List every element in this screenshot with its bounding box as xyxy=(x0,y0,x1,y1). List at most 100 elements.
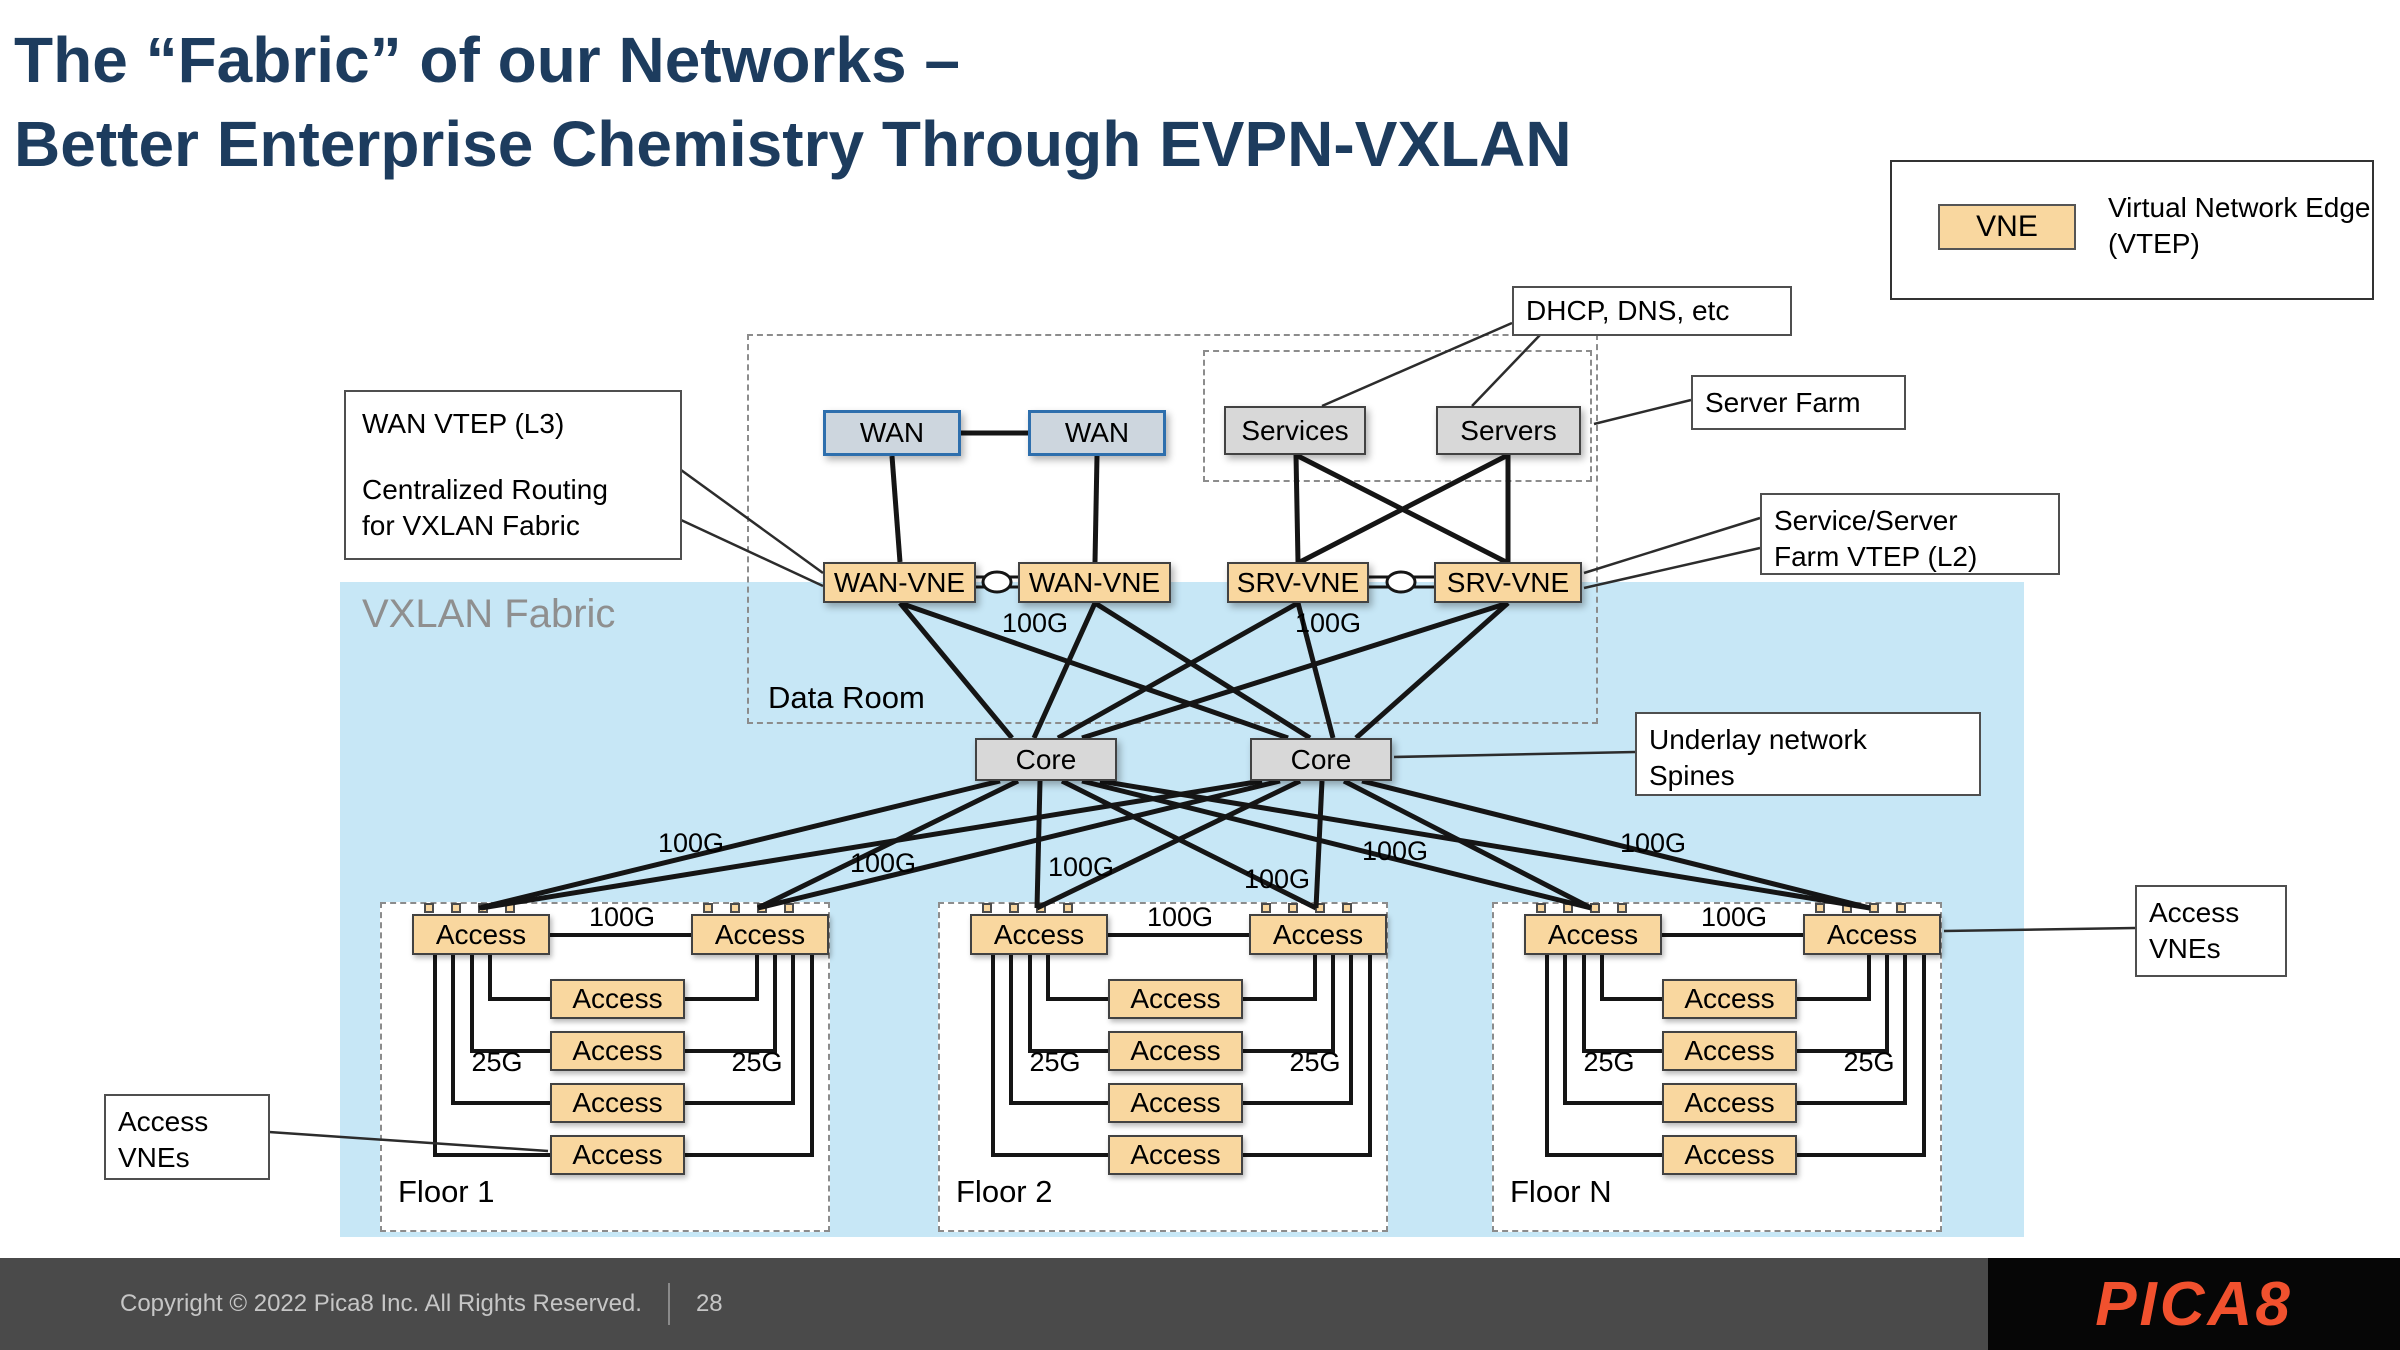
floor-top-link-label: 100G xyxy=(1700,902,1768,932)
wan-vtep-body-line1: Centralized Routing xyxy=(362,473,608,505)
access-switch-label: Access xyxy=(1826,918,1918,950)
srv-vtep-line2: Farm VTEP (L2) xyxy=(1774,540,1978,572)
core-node-1: Core xyxy=(975,738,1117,781)
access-switch-label: Access xyxy=(435,918,527,950)
vne-legend-text: Virtual Network Edge (VTEP) xyxy=(2108,190,2371,263)
spine-link-label: 100G xyxy=(1620,828,1687,858)
access-switch-label: Access xyxy=(1547,918,1639,950)
title-line1: The “Fabric” of our Networks – xyxy=(14,24,960,96)
pica8-logo-text: PICA8 xyxy=(2095,1269,2293,1339)
spine-link-label: 100G xyxy=(1048,852,1115,882)
floor-right-link-label: 25G xyxy=(1289,1047,1341,1077)
page-number: 28 xyxy=(695,1290,723,1317)
spine-link-label: 100G xyxy=(1244,864,1311,894)
port-icon xyxy=(424,903,434,913)
access-vnes-left-callout: Access VNEs xyxy=(104,1094,270,1180)
copyright-text: Copyright © 2022 Pica8 Inc. All Rights R… xyxy=(120,1290,642,1317)
floor2-access-stack-3: Access xyxy=(1108,1083,1243,1123)
srv-vne-node-1: SRV-VNE xyxy=(1227,562,1369,603)
wan-node-1: WAN xyxy=(823,410,961,456)
spine-link-label: 100G xyxy=(658,828,725,858)
port-icon xyxy=(1315,903,1325,913)
wan-vne-node-2: WAN-VNE xyxy=(1018,562,1171,603)
floor1-access-left: Access xyxy=(412,903,550,955)
floor-n-group: Access Access Access Access Access Acces… xyxy=(1492,902,1942,1232)
spine-link-label: 100G xyxy=(850,848,917,878)
port-icon xyxy=(730,903,740,913)
pica8-logo: PICA8 xyxy=(1988,1258,2400,1350)
port-icon xyxy=(451,903,461,913)
underlay-spines-callout: Underlay network Spines xyxy=(1635,712,1981,796)
port-icon xyxy=(505,903,515,913)
wan-vtep-body-line2: for VXLAN Fabric xyxy=(362,509,580,541)
port-icon xyxy=(1617,903,1627,913)
srv-vtep-line1: Service/Server xyxy=(1774,505,1958,536)
vne-swatch: VNE xyxy=(1938,204,2076,250)
port-icon xyxy=(1342,903,1352,913)
switch-ports xyxy=(1815,903,1906,913)
floor-lines xyxy=(991,933,1372,1157)
floorN-access-stack-1: Access xyxy=(1662,979,1797,1019)
dhcp-callout: DHCP, DNS, etc xyxy=(1512,286,1792,336)
switch-ports xyxy=(982,903,1073,913)
port-icon xyxy=(1009,903,1019,913)
access-switch-label: Access xyxy=(993,918,1085,950)
wan-node-2: WAN xyxy=(1028,410,1166,456)
wan-vtep-callout: WAN VTEP (L3) Centralized Routing for VX… xyxy=(344,390,682,560)
floor-right-link-label: 25G xyxy=(731,1047,783,1077)
slide-title: The “Fabric” of our Networks – Better En… xyxy=(14,18,1572,187)
floor1-access-stack-4: Access xyxy=(550,1135,685,1175)
port-icon xyxy=(1896,903,1906,913)
port-icon xyxy=(703,903,713,913)
vxlan-fabric-label: VXLAN Fabric xyxy=(362,592,616,636)
floor-1-group: Access Access Access Access Access Acces… xyxy=(380,902,830,1232)
floor-top-link-label: 100G xyxy=(588,902,656,932)
port-icon xyxy=(1590,903,1600,913)
floor-left-link-label: 25G xyxy=(471,1047,523,1077)
port-icon xyxy=(784,903,794,913)
port-icon xyxy=(1063,903,1073,913)
access-vnes-right-line2: VNEs xyxy=(2149,932,2221,964)
floor2-access-left: Access xyxy=(970,903,1108,955)
access-vnes-left-line1: Access xyxy=(118,1106,209,1137)
link-speed-label: 100G xyxy=(1295,608,1362,638)
floor1-access-stack-2: Access xyxy=(550,1031,685,1071)
floor-lines xyxy=(433,933,814,1157)
floor-right-link-label: 25G xyxy=(1843,1047,1895,1077)
footer-divider xyxy=(667,1283,670,1325)
floorN-access-right: Access xyxy=(1803,903,1941,955)
srv-vtep-callout: Service/Server Farm VTEP (L2) xyxy=(1760,493,2060,575)
access-vnes-left-line2: VNEs xyxy=(118,1141,190,1173)
server-farm-callout: Server Farm xyxy=(1691,375,1906,430)
port-icon xyxy=(1536,903,1546,913)
srv-vne-node-2: SRV-VNE xyxy=(1434,562,1582,603)
floor-label: Floor 1 xyxy=(398,1174,495,1209)
link-speed-label: 100G xyxy=(1002,608,1069,638)
spine-link-label: 100G xyxy=(1362,836,1429,866)
servers-node: Servers xyxy=(1436,406,1581,455)
access-vnes-right-line1: Access xyxy=(2149,897,2240,928)
floor-left-link-label: 25G xyxy=(1583,1047,1635,1077)
floorN-access-left: Access xyxy=(1524,903,1662,955)
wan-vtep-title: WAN VTEP (L3) xyxy=(362,408,565,439)
port-icon xyxy=(1036,903,1046,913)
wan-vne-node-1: WAN-VNE xyxy=(823,562,976,603)
access-switch-label: Access xyxy=(714,918,806,950)
switch-ports xyxy=(1536,903,1627,913)
floor2-access-stack-1: Access xyxy=(1108,979,1243,1019)
switch-ports xyxy=(424,903,515,913)
data-room-label: Data Room xyxy=(768,680,925,715)
port-icon xyxy=(1842,903,1852,913)
underlay-line2: Spines xyxy=(1649,759,1735,791)
floor1-access-stack-1: Access xyxy=(550,979,685,1019)
floor-2-group: Access Access Access Access Access Acces… xyxy=(938,902,1388,1232)
port-icon xyxy=(757,903,767,913)
floor2-access-stack-2: Access xyxy=(1108,1031,1243,1071)
footer-bar: Copyright © 2022 Pica8 Inc. All Rights R… xyxy=(0,1258,2400,1350)
floor2-access-stack-4: Access xyxy=(1108,1135,1243,1175)
floor-top-link-label: 100G xyxy=(1146,902,1214,932)
switch-ports xyxy=(703,903,794,913)
core-node-2: Core xyxy=(1250,738,1392,781)
port-icon xyxy=(982,903,992,913)
floorN-access-stack-4: Access xyxy=(1662,1135,1797,1175)
